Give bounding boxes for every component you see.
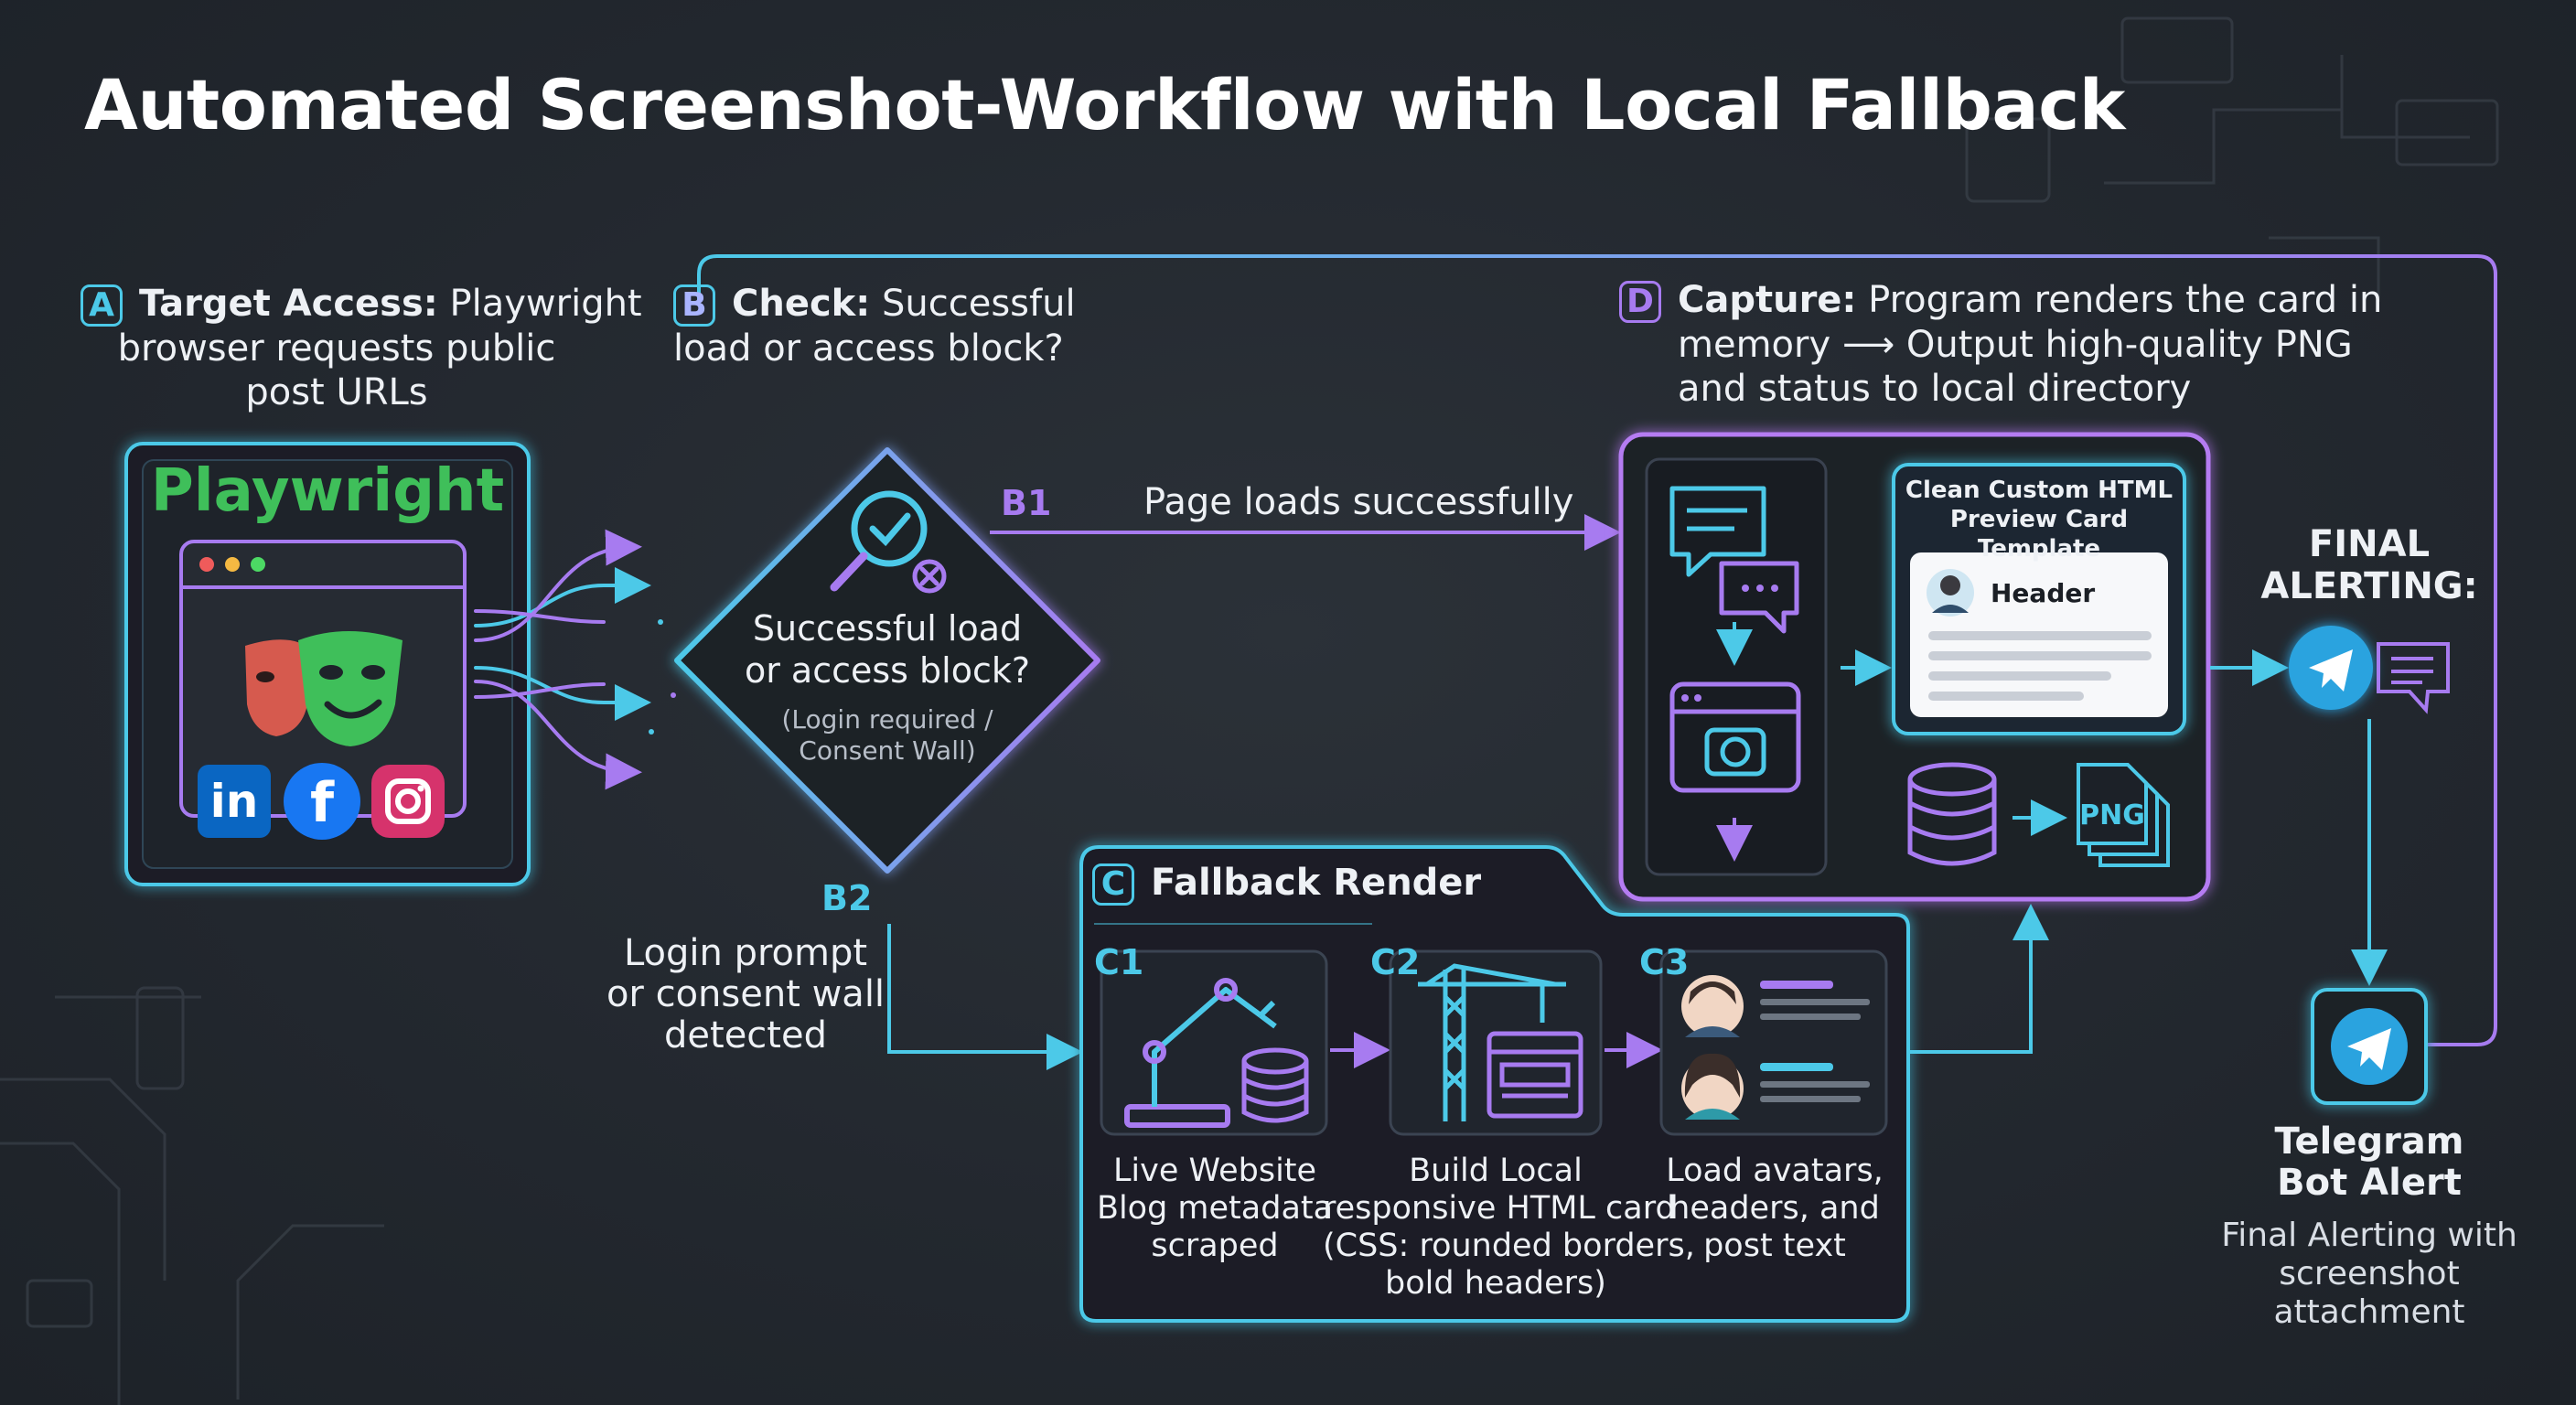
c1-label: C1 xyxy=(1094,942,1144,982)
step-d-text2: memory ⟶ Output high-quality PNG xyxy=(1678,324,2353,366)
chat-bubbles-icon xyxy=(1669,486,1799,634)
linkedin-label: in xyxy=(209,775,259,828)
final-alerting-heading: FINAL ALERTING: xyxy=(2260,523,2478,607)
badge-a: A xyxy=(80,284,123,327)
badge-d: D xyxy=(1619,281,1661,323)
page-title: Automated Screenshot-Workflow with Local… xyxy=(84,64,2125,145)
database-icon xyxy=(1907,762,1997,866)
step-b-bold: Check: xyxy=(732,283,871,325)
telegram-bot-description: Final Alerting with screenshot attachmen… xyxy=(2221,1217,2517,1331)
playwright-logo-text: Playwright xyxy=(150,457,505,525)
c2-description: Build Local responsive HTML card (CSS: r… xyxy=(1323,1153,1695,1302)
card-template-title: Clean Custom HTML Preview Card Template xyxy=(1905,477,2174,563)
b1-text: Page loads successfully xyxy=(1143,481,1574,523)
step-b-text1: Successful xyxy=(882,283,1076,325)
magnifier-check-icon xyxy=(830,490,947,594)
request-rays xyxy=(474,529,683,790)
step-b-text2: load or access block? xyxy=(673,327,1064,370)
robot-arm-icon xyxy=(1124,978,1277,1128)
circuit-decoration xyxy=(0,16,2499,1405)
telegram-bot-title: Telegram Bot Alert xyxy=(2274,1121,2464,1204)
arrow-fallback-to-capture xyxy=(1910,904,2049,1054)
c3-description: Load avatars, headers, and post text xyxy=(1666,1153,1884,1264)
capture-box xyxy=(1618,432,2211,902)
instagram-icon xyxy=(371,765,445,838)
web-layout-icon xyxy=(1487,1031,1583,1119)
facebook-label: f xyxy=(309,771,335,835)
message-bubble-icon xyxy=(2377,642,2450,714)
c1-description: Live Website Blog metadata scraped xyxy=(1096,1153,1334,1264)
step-d-description: D Capture: Program renders the card in me… xyxy=(1619,278,2382,411)
b1-label: B1 xyxy=(1001,483,1052,523)
database-icon xyxy=(1241,1047,1309,1123)
badge-b: B xyxy=(673,284,715,327)
loop-connector xyxy=(697,254,2497,1046)
step-a-text1: Playwright xyxy=(449,283,642,325)
png-label: PNG xyxy=(2079,799,2145,831)
facebook-icon xyxy=(284,763,360,840)
linkedin-icon xyxy=(198,765,271,838)
fallback-box xyxy=(1079,845,1910,1323)
avatar-icon xyxy=(1927,569,1974,617)
b2-label: B2 xyxy=(821,878,873,918)
b2-text: Login prompt or consent wall detected xyxy=(606,932,886,1056)
telegram-bot-box xyxy=(2311,988,2428,1105)
decision-text: Successful load or access block? xyxy=(744,608,1031,691)
step-d-text1: Program renders the card in xyxy=(1868,279,2383,321)
playwright-box xyxy=(124,442,531,886)
camera-icon xyxy=(1669,681,1801,793)
avatar-icon xyxy=(1681,1053,1744,1120)
c3-label: C3 xyxy=(1639,942,1690,982)
step-d-bold: Capture: xyxy=(1678,279,1857,321)
playwright-masks-icon xyxy=(245,631,402,746)
badge-c: C xyxy=(1092,863,1134,906)
crane-icon xyxy=(1418,963,1566,1121)
decision-diamond xyxy=(674,447,1100,874)
step-a-bold: Target Access: xyxy=(139,283,438,325)
telegram-icon xyxy=(2289,626,2373,710)
avatar-icon xyxy=(1681,975,1744,1037)
arrow-b2 xyxy=(887,924,1083,1070)
png-file-icon xyxy=(2077,763,2170,867)
c2-label: C2 xyxy=(1370,942,1421,982)
step-a-text3: post URLs xyxy=(245,371,428,413)
step-b-description: B Check: Successful load or access block? xyxy=(673,282,1186,370)
step-a-description: A Target Access: Playwright browser reque… xyxy=(80,282,642,414)
step-a-text2: browser requests public xyxy=(117,327,556,370)
decision-subtext: (Login required / Consent Wall) xyxy=(781,704,993,766)
step-d-text3: and status to local directory xyxy=(1678,368,2192,410)
card-header-text: Header xyxy=(1991,578,2096,608)
